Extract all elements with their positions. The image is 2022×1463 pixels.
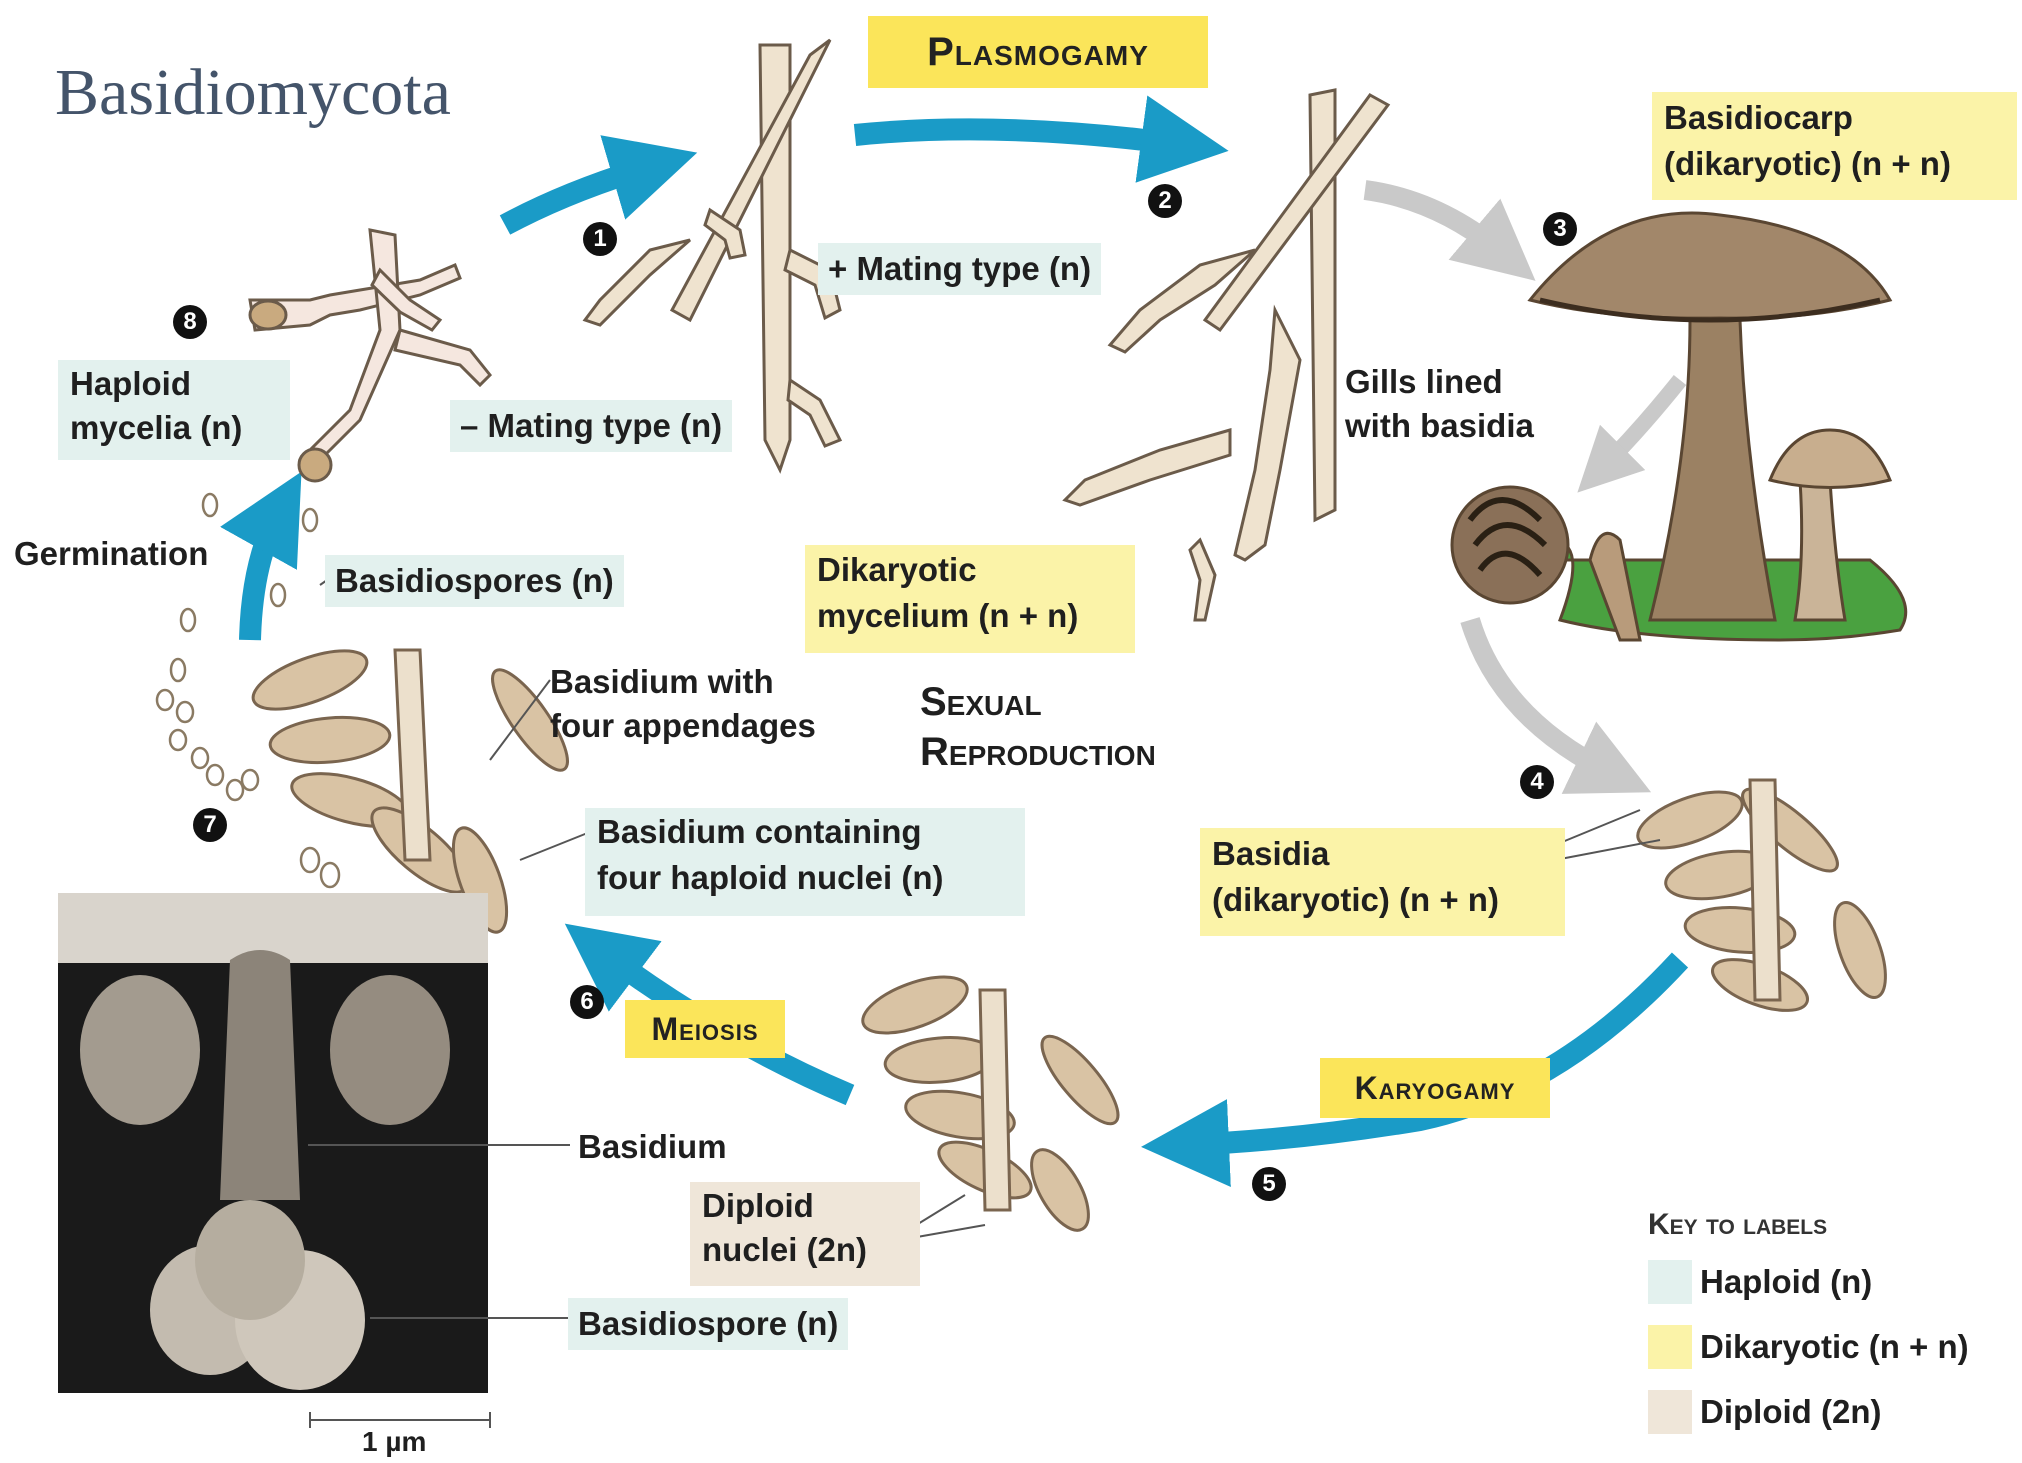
arrow-germination [250, 510, 280, 640]
arrow-to-basidiocarp [1365, 190, 1505, 255]
basidia-label: (dikaryotic) (n + n) [1212, 878, 1499, 922]
haploid-mycelia-label: mycelia (n) [70, 406, 242, 450]
sexual-label: Sexual [920, 680, 1042, 724]
key-title: Key to labels [1648, 1208, 1827, 1242]
arrow-to-basidia [1470, 620, 1615, 775]
arrow-plasmogamy [855, 129, 1185, 145]
basidium-nuclei-label: four haploid nuclei (n) [597, 856, 943, 900]
step-number: 2 [1148, 184, 1182, 218]
key-swatch-diploid [1648, 1390, 1692, 1434]
basidium-appendages-label: four appendages [550, 704, 816, 748]
scale-label: 1 µm [362, 1425, 426, 1459]
hypha-tip [250, 301, 286, 329]
germination-label: Germination [14, 532, 208, 576]
hypha-tip [299, 449, 331, 481]
key-label-diploid: Diploid (2n) [1700, 1390, 1881, 1434]
haploid-mycelia-label: Haploid [70, 362, 191, 406]
dikaryotic-mycelium-label: mycelium (n + n) [817, 594, 1078, 638]
basidia-label: Basidia [1212, 832, 1329, 876]
basidium-appendages-label: Basidium with [550, 660, 774, 704]
arrow-mycelia-to-mating [505, 165, 655, 225]
meiosis-banner: Meiosis [625, 1000, 785, 1058]
key-swatch-dikaryotic [1648, 1325, 1692, 1369]
basidiospore-label: Basidiospore (n) [568, 1298, 848, 1350]
step-number: 8 [173, 305, 207, 339]
karyogamy-banner: Karyogamy [1320, 1058, 1550, 1118]
key-label-haploid: Haploid (n) [1700, 1260, 1872, 1304]
diploid-nuclei-label: Diploid [702, 1184, 814, 1228]
step-number: 6 [570, 985, 604, 1019]
diploid-nuclei-label: nuclei (2n) [702, 1228, 867, 1272]
step-number: 1 [583, 222, 617, 256]
minus-mating-label: – Mating type (n) [450, 400, 732, 452]
basidiospores-label: Basidiospores (n) [325, 555, 624, 607]
gills-label: Gills lined [1345, 360, 1503, 404]
arrow-to-gills [1600, 380, 1680, 470]
step-number: 3 [1543, 212, 1577, 246]
key-swatch-haploid [1648, 1260, 1692, 1304]
step-number: 5 [1252, 1167, 1286, 1201]
basidium-label: Basidium [578, 1125, 727, 1169]
diagram-title: Basidiomycota [55, 55, 451, 131]
plasmogamy-banner: Plasmogamy [868, 16, 1208, 88]
dikaryotic-hyphae [1065, 90, 1388, 620]
step-number: 7 [193, 808, 227, 842]
dikaryotic-mycelium-label: Dikaryotic [817, 548, 977, 592]
step-number: 4 [1520, 765, 1554, 799]
gills-label: with basidia [1345, 404, 1534, 448]
key-label-dikaryotic: Dikaryotic (n + n) [1700, 1325, 1969, 1369]
plus-mating-label: + Mating type (n) [818, 243, 1101, 295]
basidium-nuclei-label: Basidium containing [597, 810, 922, 854]
basidiocarp-label: Basidiocarp [1664, 96, 1853, 140]
basidiocarp-label: (dikaryotic) (n + n) [1664, 142, 1951, 186]
reproduction-label: Reproduction [920, 730, 1156, 774]
